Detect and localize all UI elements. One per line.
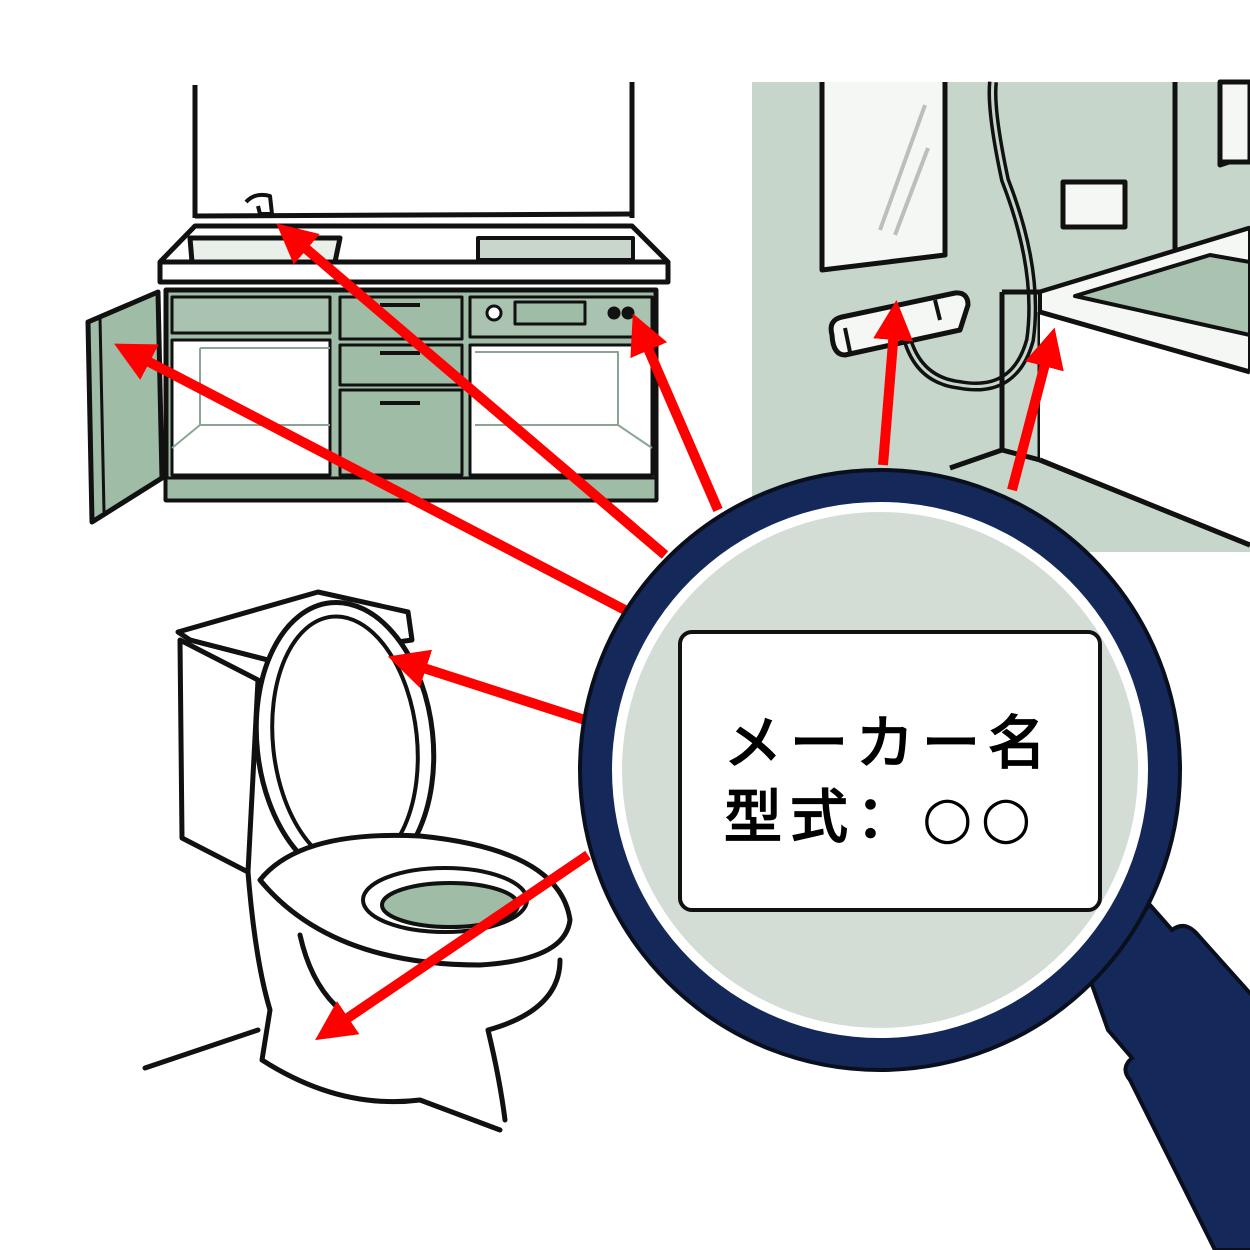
arrow-to-cabinet-door-icon [114,343,628,615]
arrow-to-toilet-base-icon [315,850,591,1041]
arrow-to-toilet-lid-icon [387,649,587,725]
nameplate-card: メーカー名 型式：○○ [678,630,1102,912]
model-number-label: 型式：○○ [724,783,1040,851]
arrow-to-faucet-icon [276,223,669,559]
kitchen-cabinet-illustration [85,82,671,525]
manufacturer-name-label: メーカー名 [724,709,1055,777]
red-arrows [114,223,1064,1041]
arrow-to-bathtub-icon [1007,327,1064,492]
arrow-to-shower-faucet-icon [873,300,914,466]
arrow-to-stove-panel-icon [630,313,723,512]
toilet-illustration [142,589,573,1133]
